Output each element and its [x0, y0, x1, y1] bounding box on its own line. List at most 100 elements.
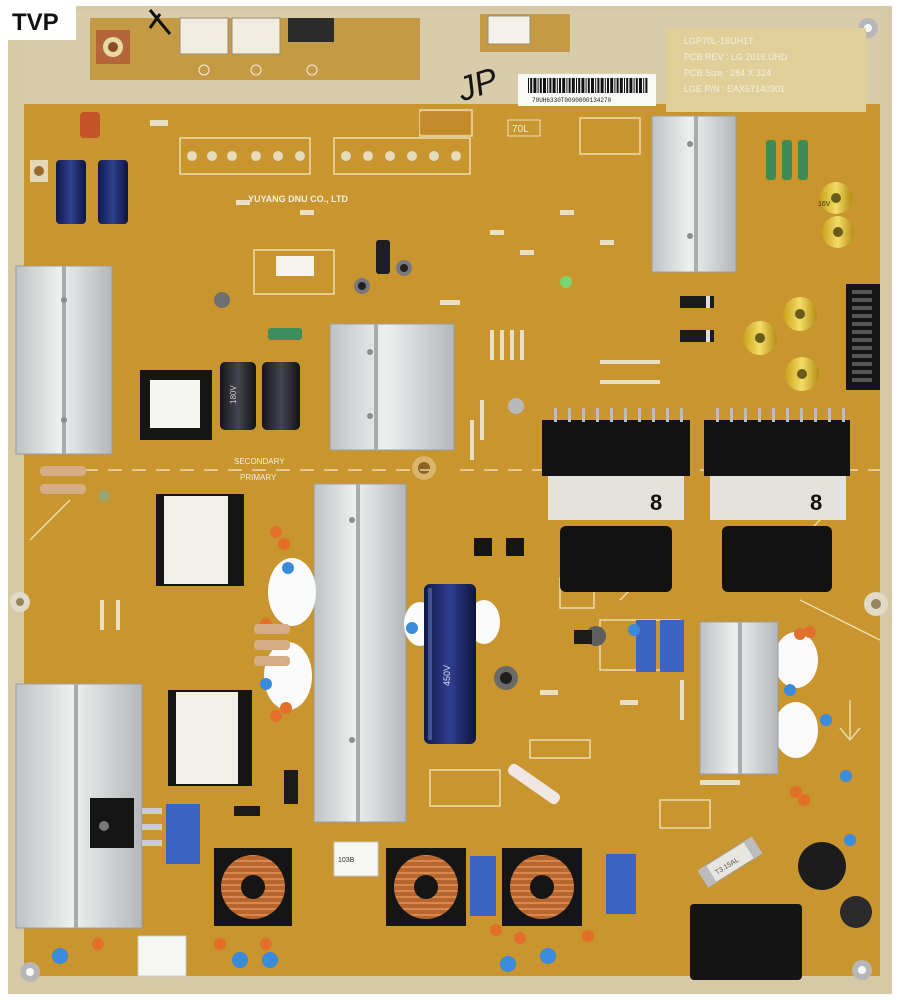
heatsink-left-top: [15, 265, 113, 455]
dark-cap-label: 180V: [229, 385, 238, 404]
transformer-pin: [758, 408, 761, 422]
small-ceramic-caps: [52, 526, 856, 972]
connector-pin: [852, 314, 872, 318]
barcode-bar: [629, 78, 633, 93]
transformer-label-right: 8: [810, 490, 822, 515]
transformer-pin: [582, 408, 585, 422]
barcode-bar: [585, 78, 587, 93]
small-diodes: [234, 630, 592, 816]
white-tag: [276, 256, 314, 276]
heatsink-right-top: [651, 115, 737, 273]
transformer-pin: [730, 408, 733, 422]
barcode-bar: [566, 78, 568, 93]
connector-pin: [852, 322, 872, 326]
bulk-capacitor: [424, 584, 476, 744]
heatsink-main: [313, 483, 407, 823]
barcode-bar: [571, 78, 575, 93]
transformer-pin: [624, 408, 627, 422]
label-70l-box: [507, 119, 541, 137]
barcode-bar: [530, 78, 533, 93]
transformer-pin: [716, 408, 719, 422]
barcode-bar: [595, 78, 597, 93]
smd-parts: [100, 120, 740, 785]
barcode-bar: [633, 78, 635, 93]
heatsink-left-bottom: [15, 683, 162, 929]
ceramic-res-label: 103B: [338, 857, 355, 864]
transformer-pin: [666, 408, 669, 422]
transformer-pin: [568, 408, 571, 422]
barcode-bar: [559, 78, 561, 93]
main-transformer-right: 8: [704, 420, 850, 592]
maker-text: YUYANG DNU CO., LTD: [248, 194, 349, 204]
yellow-cap-label: 16V: [818, 201, 831, 208]
transformer-pin: [786, 408, 789, 422]
handwritten-scribble: [148, 9, 172, 35]
barcode-bar: [587, 78, 590, 93]
transformer-pin: [744, 408, 747, 422]
mid-small-caps: [214, 240, 572, 414]
pcb-info-line-1: LGP70L-16UH1T: [684, 36, 754, 46]
watermark-bg: [6, 4, 76, 40]
aux-transformer-1: [156, 494, 244, 586]
main-transformer-left: 8: [542, 420, 690, 592]
connector-pin: [852, 362, 872, 366]
transformer-label-left: 8: [650, 490, 662, 515]
small-label-box: [420, 112, 470, 134]
ac-input-connector: [690, 904, 802, 980]
barcode-bar: [610, 78, 614, 93]
barcode-bar: [547, 78, 549, 93]
heatsink-center-top: [329, 323, 455, 451]
barcode-bar: [635, 78, 638, 93]
diodes-top-right: [680, 296, 714, 342]
transformer-pin: [652, 408, 655, 422]
barcode-bar: [552, 78, 556, 93]
barcode-bar: [562, 78, 566, 93]
barcode-bar: [600, 78, 604, 93]
barcode-bar: [607, 78, 609, 93]
barcode-bar: [619, 78, 623, 93]
pcb-info-area: [666, 28, 866, 112]
barcode-bar: [597, 78, 600, 93]
mid-transistors: [474, 538, 606, 690]
heatsink-right-mid: [699, 621, 779, 775]
common-mode-chokes: [214, 848, 582, 926]
label-70l: 70L: [512, 124, 529, 135]
dark-cap-2: [262, 362, 300, 430]
connector-pin: [852, 298, 872, 302]
barcode-bar: [624, 78, 625, 93]
barcode-bar: [604, 78, 606, 93]
connector-pin: [852, 330, 872, 334]
yellow-caps: [743, 182, 854, 391]
barcode-bar: [626, 78, 629, 93]
region-secondary: SECONDARY: [234, 457, 285, 466]
transformer-pin: [680, 408, 683, 422]
glass-fuse: T3.15AL: [697, 836, 763, 888]
transformer-pin: [554, 408, 557, 422]
transformer-pins: [554, 408, 845, 422]
transformer-pin: [772, 408, 775, 422]
watermark-text: TVP: [12, 9, 59, 36]
connector-pin: [852, 354, 872, 358]
connector-pin: [852, 378, 872, 382]
left-resistors: [40, 466, 110, 502]
top-connectors: [179, 15, 531, 76]
pcb-info-line-2: PCB REV : LG 2016.UHD: [684, 52, 788, 62]
barcode-bar: [616, 78, 619, 93]
mount-holes: [10, 18, 888, 982]
blue-film-caps: [166, 620, 684, 916]
transformer-pin: [828, 408, 831, 422]
transformer-pin: [596, 408, 599, 422]
transformer-pin: [842, 408, 845, 422]
bulk-cap-label: 450V: [442, 665, 452, 686]
connector-pin: [852, 346, 872, 350]
barcode-sticker: 70UH6330T0090000134270: [518, 74, 656, 106]
barcode-bar: [645, 78, 648, 93]
top-left-caps: [30, 112, 128, 224]
barcode-bar: [639, 78, 642, 93]
barcode-bar: [568, 78, 571, 93]
barcode-bar: [556, 78, 558, 93]
dark-cap-1: [220, 362, 256, 430]
connector-pin: [852, 338, 872, 342]
barcode-bar: [576, 78, 577, 93]
